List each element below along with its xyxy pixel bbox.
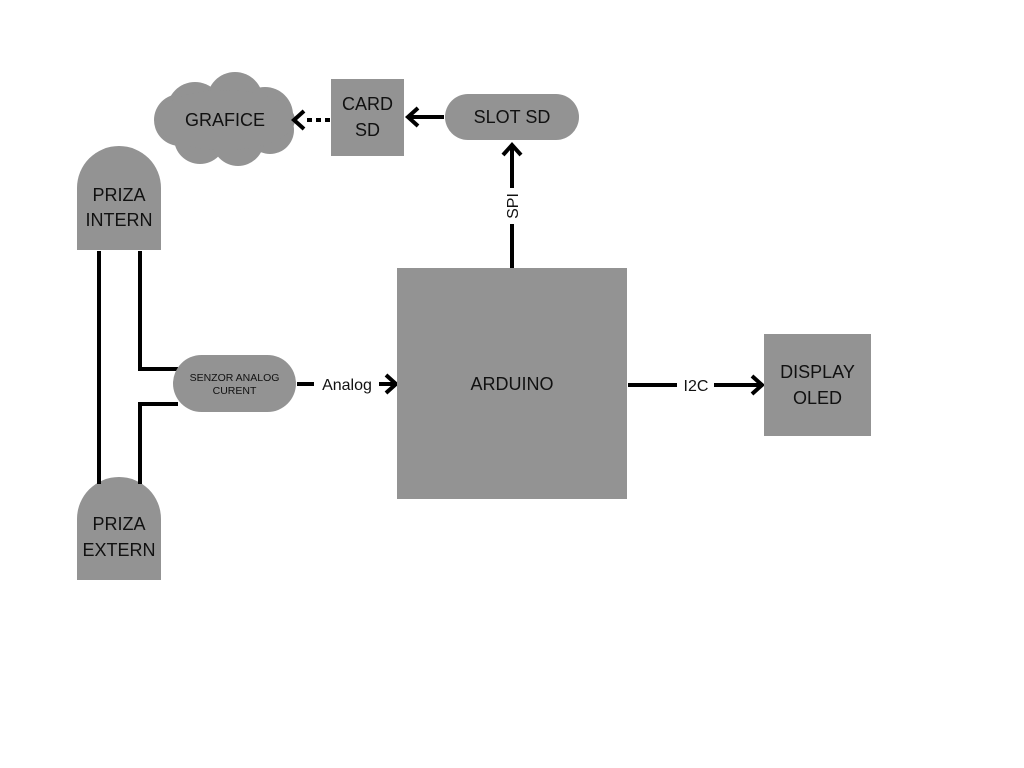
slot-sd-node: SLOT SD [445,94,579,140]
display-oled-node: DISPLAY OLED [764,334,871,436]
arduino-node: ARDUINO [397,268,627,499]
power-wires [97,251,178,484]
priza-extern-node: PRIZA EXTERN [77,477,161,580]
priza-extern-label-line2: EXTERN [82,540,155,560]
card-to-grafice-arrow [291,109,330,131]
priza-intern-label-line2: INTERN [86,210,153,230]
spi-label: SPI [505,193,522,219]
slot-to-card-arrow [405,106,444,128]
slot-sd-label: SLOT SD [474,107,551,127]
priza-intern-node: PRIZA INTERN [77,146,161,250]
card-sd-label-line2: SD [355,120,380,140]
card-sd-node: CARD SD [331,79,404,156]
senzor-label-line1: SENZOR ANALOG [190,372,280,384]
display-label-line2: OLED [793,388,842,408]
senzor-label-line2: CURENT [213,385,257,397]
card-sd-label-line1: CARD [342,94,393,114]
analog-label: Analog [322,377,372,394]
priza-intern-label-line1: PRIZA [92,185,145,205]
i2c-connection: I2C [628,374,765,396]
arduino-label: ARDUINO [470,374,553,394]
analog-connection: Analog [297,373,399,395]
senzor-node: SENZOR ANALOG CURENT [173,355,296,412]
i2c-label: I2C [684,378,709,395]
grafice-label: GRAFICE [185,110,265,130]
grafice-cloud-node: GRAFICE [154,72,295,166]
cloud-icon [154,72,295,166]
display-label-line1: DISPLAY [780,362,855,382]
spi-connection: SPI [501,142,523,268]
priza-extern-label-line1: PRIZA [92,514,145,534]
